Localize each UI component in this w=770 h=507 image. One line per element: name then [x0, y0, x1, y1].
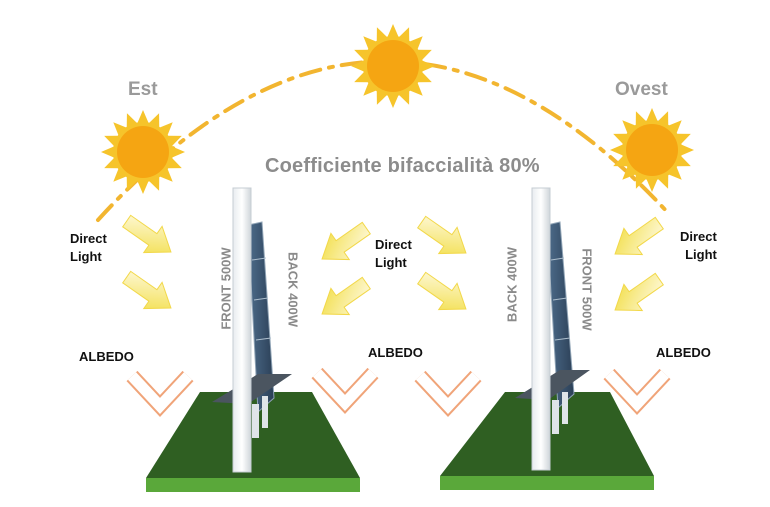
- direct-arrow-center-2: [312, 269, 376, 328]
- direct-arrow-center-4: [412, 264, 476, 323]
- panel-right-back-label: BACK 400W: [504, 246, 520, 323]
- direct-light-line1: Direct: [70, 231, 107, 246]
- direct-arrow-left-1: [117, 207, 181, 266]
- direct-light-line1: Direct: [375, 237, 412, 252]
- direct-light-line2: Light: [375, 255, 407, 270]
- direct-light-line1: Direct: [680, 229, 717, 244]
- direct-light-label-left: Direct Light: [70, 230, 107, 266]
- direct-light-line2: Light: [70, 249, 102, 264]
- direct-arrow-right-2: [605, 265, 669, 324]
- panel-right-front-label: FRONT 500W: [579, 248, 595, 331]
- direct-light-label-right: Direct Light: [680, 228, 717, 264]
- panel-left-front-label: FRONT 500W: [218, 247, 234, 330]
- direct-arrow-center-3: [412, 208, 476, 267]
- direct-light-line2: Light: [685, 247, 717, 262]
- albedo-arrow-3: [420, 376, 476, 406]
- label-west: Ovest: [615, 79, 668, 100]
- albedo-label-left: ALBEDO: [79, 349, 134, 364]
- albedo-label-right: ALBEDO: [656, 345, 711, 360]
- sun-icon-east: [101, 110, 185, 194]
- label-east: Est: [128, 79, 158, 100]
- diagram-title: Coefficiente bifaccialità 80%: [265, 155, 540, 177]
- tracker-left: [212, 187, 292, 473]
- albedo-arrow-4: [609, 374, 665, 404]
- panel-left-back-label: BACK 400W: [285, 251, 301, 328]
- albedo-arrow-2: [317, 373, 373, 403]
- tracker-right: [515, 187, 590, 471]
- direct-arrow-left-2: [117, 263, 181, 322]
- sun-icon-noon: [351, 24, 435, 108]
- albedo-arrow-1: [132, 376, 188, 406]
- albedo-label-center: ALBEDO: [368, 345, 423, 360]
- direct-arrow-center-1: [312, 214, 376, 273]
- sun-icon-west: [610, 108, 694, 192]
- direct-light-label-center: Direct Light: [375, 236, 412, 272]
- direct-arrow-right-1: [605, 209, 669, 268]
